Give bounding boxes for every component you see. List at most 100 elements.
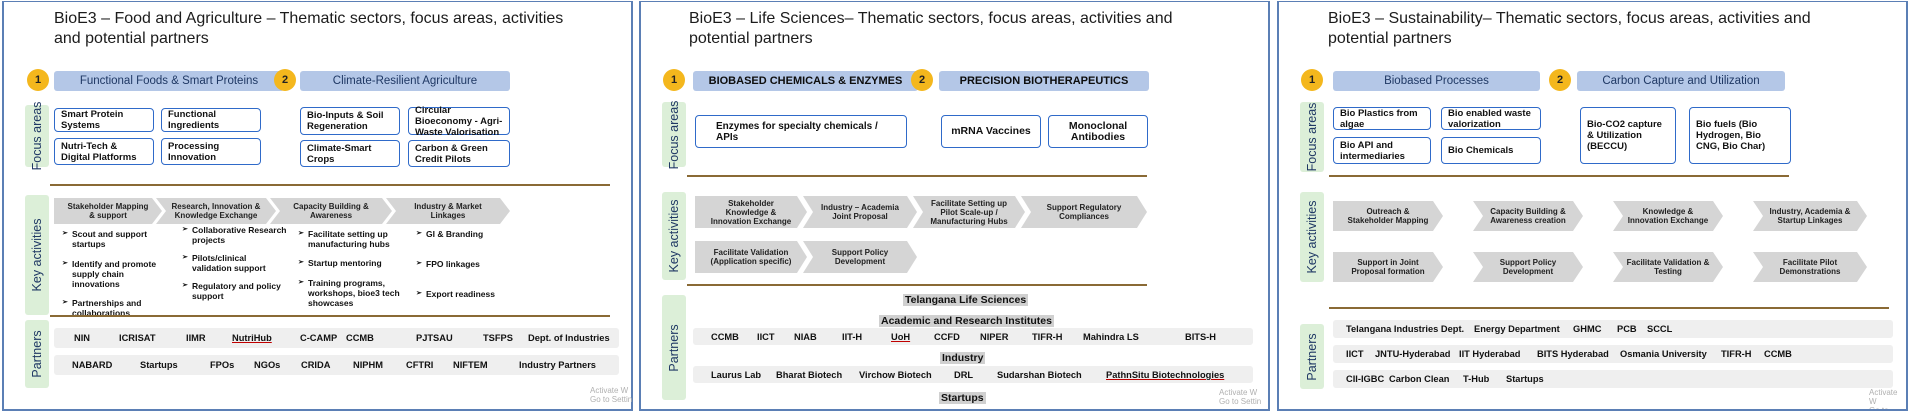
- section-divider: [50, 315, 610, 317]
- partner-name: CFTRI: [406, 360, 434, 370]
- activity-chevron: Stakeholder Knowledge & Innovation Excha…: [695, 196, 807, 228]
- sector-pill-1: BIOBASED CHEMICALS & ENZYMES: [693, 71, 918, 91]
- partner-name: JNTU-Hyderabad: [1375, 349, 1451, 359]
- partner-band: [693, 366, 1253, 383]
- activity-chevron: Facilitate Validation (Application speci…: [695, 241, 807, 273]
- slide-life-sciences[interactable]: BioE3 – Life Sciences– Thematic sectors,…: [639, 1, 1270, 411]
- section-divider: [1329, 175, 1789, 177]
- bullet-item: GI & Branding: [416, 229, 508, 239]
- partner-band: [693, 328, 1253, 345]
- partner-band: [54, 355, 619, 375]
- partner-name: CCFD: [934, 332, 960, 342]
- partner-band: [54, 328, 619, 348]
- partner-name: IICT: [1346, 349, 1364, 359]
- number-badge-2: 2: [274, 69, 296, 91]
- partner-name: CCMB: [1764, 349, 1792, 359]
- section-divider: [50, 184, 610, 186]
- partner-name: NutriHub: [232, 333, 272, 343]
- focus-box: Bio-CO2 capture & Utilization (BECCU): [1580, 107, 1676, 164]
- activity-bullets: Scout and support startups Identify and …: [62, 229, 170, 318]
- slide-sustainability[interactable]: BioE3 – Sustainability– Thematic sectors…: [1277, 1, 1908, 411]
- partner-name: NABARD: [72, 360, 113, 370]
- partner-name: Industry Partners: [519, 360, 596, 370]
- activity-chevron: Facilitate Setting up Pilot Scale-up / M…: [913, 196, 1025, 228]
- activity-chevron: Industry & Market Linkages: [386, 198, 510, 224]
- number-badge-1: 1: [1301, 69, 1323, 91]
- sector-pill-1: Biobased Processes: [1333, 71, 1540, 91]
- partner-name: TSFPS: [483, 333, 513, 343]
- partner-name: Osmania University: [1620, 349, 1707, 359]
- partner-name: CCMB: [346, 333, 374, 343]
- partner-name: Energy Department: [1474, 324, 1560, 334]
- activity-bullets: Facilitate setting up manufacturing hubs…: [298, 229, 404, 308]
- number-badge-1: 1: [27, 69, 49, 91]
- partner-name: CRIDA: [301, 360, 331, 370]
- focus-box: Monoclonal Antibodies: [1048, 115, 1148, 148]
- focus-box: Enzymes for specialty chemicals / APIs: [695, 115, 907, 148]
- activity-chevron: Support Regulatory Compliances: [1021, 196, 1147, 228]
- activity-chevron: Industry – Academia Joint Proposal: [803, 196, 917, 228]
- sector-pill-2: Carbon Capture and Utilization: [1577, 71, 1785, 91]
- focus-box: Bio Plastics from algae: [1333, 107, 1431, 130]
- partner-name: TIFR-H: [1721, 349, 1752, 359]
- partner-group-header: Industry: [940, 352, 986, 364]
- partner-name: Virchow Biotech: [859, 370, 932, 380]
- side-label-partners: Partners: [25, 320, 49, 388]
- partner-name: IICT: [757, 332, 775, 342]
- partner-group-header: Academic and Research Institutes: [879, 315, 1054, 327]
- focus-box: Bio-Inputs & Soil Regeneration: [300, 107, 400, 135]
- partner-name: PCB: [1617, 324, 1637, 334]
- partner-name: Laurus Lab: [711, 370, 762, 380]
- number-badge-1: 1: [663, 69, 685, 91]
- bullet-item: Identify and promote supply chain innova…: [62, 259, 170, 289]
- partner-name: Startups: [1506, 374, 1544, 384]
- partner-group-header: Telangana Life Sciences: [903, 294, 1029, 306]
- focus-box: mRNA Vaccines: [941, 115, 1041, 148]
- partner-name: Sudarshan Biotech: [997, 370, 1082, 380]
- side-label-focus: Focus areas: [662, 100, 686, 169]
- activity-chevron: Facilitate Pilot Demonstrations: [1753, 252, 1867, 282]
- partner-name: IIT Hyderabad: [1459, 349, 1521, 359]
- partner-name: BITS Hyderabad: [1537, 349, 1609, 359]
- partner-name: IIMR: [186, 333, 206, 343]
- slide-title: BioE3 – Life Sciences– Thematic sectors,…: [689, 10, 1173, 47]
- sector-pill-1: Functional Foods & Smart Proteins: [54, 71, 284, 91]
- partner-name: PJTSAU: [416, 333, 453, 343]
- number-badge-2: 2: [911, 69, 933, 91]
- partner-name: GHMC: [1573, 324, 1602, 334]
- focus-box: Nutri-Tech & Digital Platforms: [54, 138, 154, 165]
- partner-name: NIPER: [980, 332, 1009, 342]
- slide-title: BioE3 – Sustainability– Thematic sectors…: [1328, 10, 1811, 47]
- partner-name: PathnSitu Biotechnologies: [1106, 370, 1225, 380]
- focus-box: Smart Protein Systems: [54, 108, 154, 132]
- sector-pill-2: PRECISION BIOTHERAPEUTICS: [939, 71, 1149, 91]
- partner-name: DRL: [954, 370, 974, 380]
- activity-chevron: Capacity Building & Awareness: [270, 198, 392, 224]
- partner-name: NIN: [74, 333, 91, 343]
- section-divider: [687, 284, 1147, 286]
- slide-title: BioE3 – Food and Agriculture – Thematic …: [54, 10, 564, 47]
- bullet-item: Regulatory and policy support: [182, 281, 287, 301]
- sector-pill-2: Climate-Resilient Agriculture: [300, 71, 510, 91]
- partner-name: ICRISAT: [119, 333, 156, 343]
- activity-bullets: GI & Branding FPO linkages Export readin…: [416, 229, 508, 299]
- side-label-partners: Partners: [662, 295, 686, 400]
- partner-name: Startups: [140, 360, 178, 370]
- slide-food-agriculture[interactable]: BioE3 – Food and Agriculture – Thematic …: [2, 1, 633, 411]
- partner-name: NIAB: [794, 332, 817, 342]
- focus-box: Processing Innovation: [161, 138, 261, 165]
- bullet-item: Startup mentoring: [298, 258, 404, 268]
- side-label-activities: Key activities: [1300, 192, 1324, 282]
- focus-box: Bio fuels (Bio Hydrogen, Bio CNG, Bio Ch…: [1689, 107, 1791, 164]
- bullet-item: Export readiness: [416, 289, 508, 299]
- partner-name: Telangana Industries Dept.: [1346, 324, 1465, 334]
- activity-chevron: Support in Joint Proposal formation: [1333, 252, 1443, 282]
- side-label-activities: Key activities: [662, 192, 686, 280]
- activity-chevron: Capacity Building & Awareness creation: [1473, 201, 1583, 231]
- bullet-item: Training programs, workshops, bioe3 tech…: [298, 278, 404, 308]
- side-label-focus: Focus areas: [25, 102, 49, 170]
- side-label-focus: Focus areas: [1300, 102, 1324, 172]
- partner-name: SCCL: [1647, 324, 1673, 334]
- activity-chevron: Industry, Academia & Startup Linkages: [1753, 201, 1867, 231]
- activity-chevron: Outreach & Stakeholder Mapping: [1333, 201, 1443, 231]
